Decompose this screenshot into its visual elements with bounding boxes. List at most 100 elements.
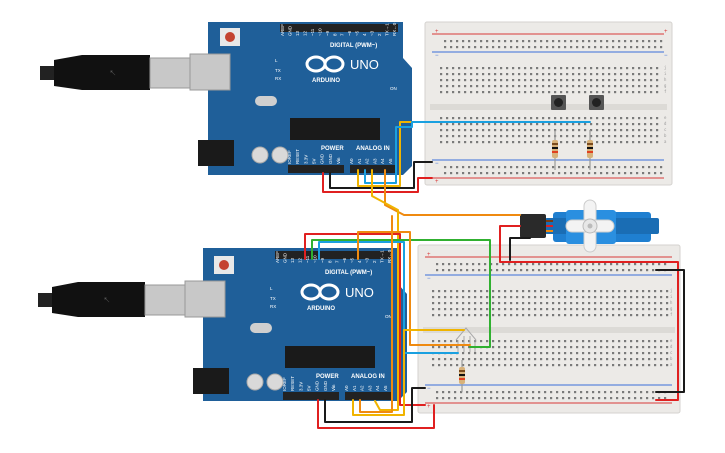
rail-hole[interactable]: [576, 46, 579, 49]
wire-yellow[interactable]: [352, 329, 465, 416]
breadboard-hole[interactable]: [606, 340, 609, 343]
rail-hole[interactable]: [630, 40, 633, 43]
breadboard-hole[interactable]: [650, 123, 653, 126]
breadboard-hole[interactable]: [510, 290, 513, 293]
breadboard-hole[interactable]: [468, 302, 471, 305]
breadboard-hole[interactable]: [638, 73, 641, 76]
breadboard-hole[interactable]: [578, 85, 581, 88]
breadboard-hole[interactable]: [582, 358, 585, 361]
breadboard-hole[interactable]: [632, 135, 635, 138]
rail-hole[interactable]: [568, 397, 571, 400]
breadboard-hole[interactable]: [450, 340, 453, 343]
breadboard-hole[interactable]: [560, 123, 563, 126]
breadboard-hole[interactable]: [554, 123, 557, 126]
breadboard-hole[interactable]: [546, 346, 549, 349]
breadboard-hole[interactable]: [462, 364, 465, 367]
breadboard-hole[interactable]: [432, 346, 435, 349]
breadboard-hole[interactable]: [614, 85, 617, 88]
breadboard-hole[interactable]: [626, 73, 629, 76]
breadboard-hole[interactable]: [558, 346, 561, 349]
breadboard-hole[interactable]: [504, 364, 507, 367]
breadboard-hole[interactable]: [594, 358, 597, 361]
breadboard-hole[interactable]: [584, 123, 587, 126]
breadboard-hole[interactable]: [660, 340, 663, 343]
breadboard-hole[interactable]: [666, 346, 669, 349]
wire-orange[interactable]: [357, 231, 471, 346]
breadboard-hole[interactable]: [494, 129, 497, 132]
breadboard-hole[interactable]: [650, 91, 653, 94]
breadboard-hole[interactable]: [560, 141, 563, 144]
breadboard-hole[interactable]: [440, 85, 443, 88]
rail-hole[interactable]: [562, 397, 565, 400]
breadboard-hole[interactable]: [660, 364, 663, 367]
breadboard-hole[interactable]: [522, 358, 525, 361]
breadboard-hole[interactable]: [594, 290, 597, 293]
breadboard-hole[interactable]: [528, 364, 531, 367]
breadboard-hole[interactable]: [632, 67, 635, 70]
breadboard-hole[interactable]: [626, 129, 629, 132]
rail-hole[interactable]: [594, 166, 597, 169]
breadboard-hole[interactable]: [500, 91, 503, 94]
breadboard-hole[interactable]: [572, 117, 575, 120]
breadboard-hole[interactable]: [648, 364, 651, 367]
breadboard-hole[interactable]: [530, 117, 533, 120]
breadboard-hole[interactable]: [480, 308, 483, 311]
breadboard-hole[interactable]: [482, 135, 485, 138]
breadboard-hole[interactable]: [608, 91, 611, 94]
breadboard-hole[interactable]: [632, 141, 635, 144]
breadboard-hole[interactable]: [654, 302, 657, 305]
breadboard-hole[interactable]: [566, 85, 569, 88]
breadboard-hole[interactable]: [510, 302, 513, 305]
rail-hole[interactable]: [468, 46, 471, 49]
breadboard-hole[interactable]: [536, 85, 539, 88]
rail-hole[interactable]: [546, 40, 549, 43]
breadboard-hole[interactable]: [458, 129, 461, 132]
rail-hole[interactable]: [606, 46, 609, 49]
rail-hole[interactable]: [442, 269, 445, 272]
breadboard-hole[interactable]: [474, 290, 477, 293]
breadboard-hole[interactable]: [552, 358, 555, 361]
breadboard-hole[interactable]: [524, 85, 527, 88]
breadboard-hole[interactable]: [576, 346, 579, 349]
breadboard-hole[interactable]: [518, 85, 521, 88]
breadboard-hole[interactable]: [548, 73, 551, 76]
rail-hole[interactable]: [636, 166, 639, 169]
breadboard-hole[interactable]: [644, 117, 647, 120]
breadboard-hole[interactable]: [578, 123, 581, 126]
breadboard-hole[interactable]: [608, 85, 611, 88]
breadboard-hole[interactable]: [624, 352, 627, 355]
breadboard-hole[interactable]: [530, 91, 533, 94]
breadboard-hole[interactable]: [612, 302, 615, 305]
breadboard-hole[interactable]: [630, 358, 633, 361]
wire-black-servo[interactable]: [509, 237, 531, 261]
breadboard-hole[interactable]: [510, 352, 513, 355]
breadboard-hole[interactable]: [564, 302, 567, 305]
breadboard-hole[interactable]: [470, 141, 473, 144]
breadboard-hole[interactable]: [506, 129, 509, 132]
breadboard-hole[interactable]: [650, 141, 653, 144]
rail-hole[interactable]: [574, 263, 577, 266]
breadboard-hole[interactable]: [624, 308, 627, 311]
breadboard-hole[interactable]: [654, 352, 657, 355]
breadboard-hole[interactable]: [590, 123, 593, 126]
breadboard-hole[interactable]: [558, 290, 561, 293]
breadboard-hole[interactable]: [438, 364, 441, 367]
breadboard-hole[interactable]: [612, 290, 615, 293]
breadboard-hole[interactable]: [476, 67, 479, 70]
breadboard-hole[interactable]: [444, 364, 447, 367]
breadboard-hole[interactable]: [600, 352, 603, 355]
rail-hole[interactable]: [484, 269, 487, 272]
breadboard-hole[interactable]: [542, 85, 545, 88]
breadboard-hole[interactable]: [438, 314, 441, 317]
breadboard-hole[interactable]: [614, 91, 617, 94]
breadboard-hole[interactable]: [588, 358, 591, 361]
rail-hole[interactable]: [516, 46, 519, 49]
breadboard-hole[interactable]: [512, 67, 515, 70]
breadboard-hole[interactable]: [494, 141, 497, 144]
rail-hole[interactable]: [520, 269, 523, 272]
breadboard-hole[interactable]: [614, 141, 617, 144]
breadboard-hole[interactable]: [644, 85, 647, 88]
breadboard-hole[interactable]: [540, 364, 543, 367]
breadboard-hole[interactable]: [456, 296, 459, 299]
rail-hole[interactable]: [592, 397, 595, 400]
